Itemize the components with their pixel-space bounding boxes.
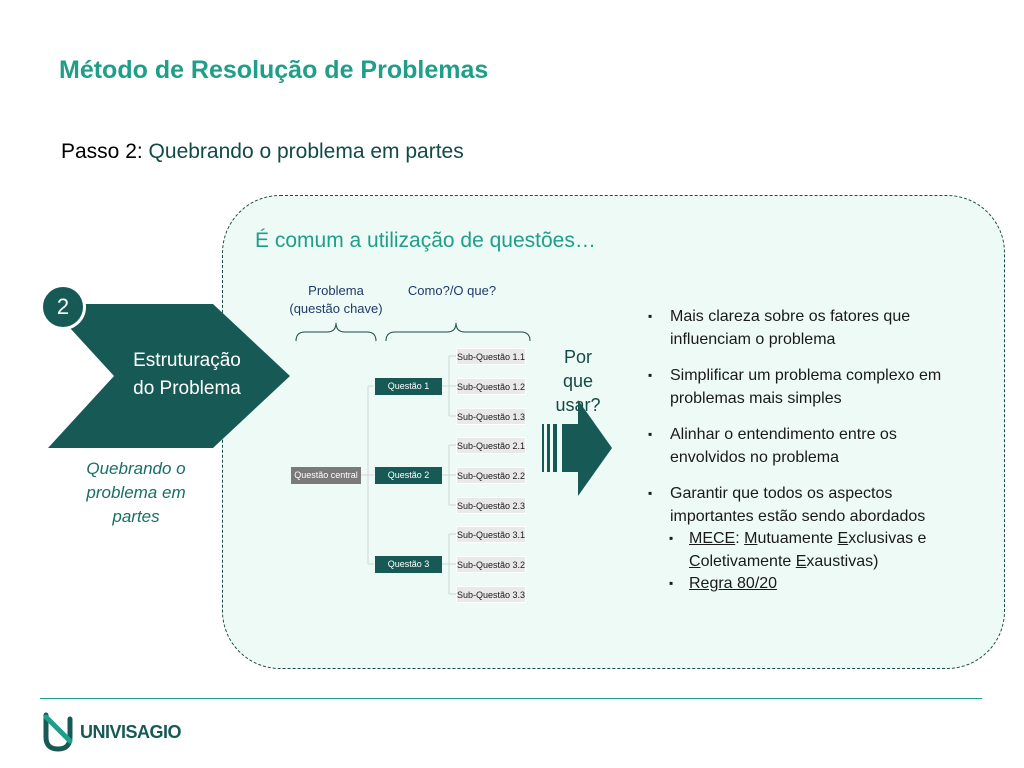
step-caption-line: problema em <box>86 483 186 502</box>
node-subquestion: Sub-Questão 2.2 <box>456 467 526 484</box>
node-question-3: Questão 3 <box>375 556 442 573</box>
step-caption-line: Quebrando o <box>86 459 186 478</box>
benefit-line: problemas mais simples <box>670 389 842 407</box>
node-question-2: Questão 2 <box>375 467 442 484</box>
mece-label: MECE <box>689 530 736 547</box>
mece-colon: : <box>735 530 745 547</box>
mece-word: xaustivas) <box>806 552 879 570</box>
bullet-square-icon: ▪ <box>648 368 653 382</box>
bullet-square-icon: ▪ <box>669 531 674 545</box>
step-caption: Quebrando o problema em partes <box>72 457 200 529</box>
subtitle-text: Quebrando o problema em partes <box>142 140 464 163</box>
node-subquestion: Sub-Questão 3.1 <box>456 526 526 543</box>
label-problem: Problema (questão chave) <box>278 282 394 318</box>
benefit-line: envolvidos no problema <box>670 448 839 466</box>
mece-letter: C <box>689 552 701 570</box>
node-subquestion: Sub-Questão 3.3 <box>456 586 526 603</box>
mece-word: utuamente <box>757 530 838 547</box>
sub-benefit-mece: ▪ MECE: Mutuamente Exclusivas e Coletiva… <box>645 528 990 573</box>
node-subquestion: Sub-Questão 2.3 <box>456 497 526 514</box>
benefit-line: influenciam o problema <box>670 330 836 348</box>
page-title: Método de Resolução de Problemas <box>59 56 489 84</box>
step-label-line: Estruturação <box>133 350 241 371</box>
benefit-item: ▪ Garantir que todos os aspectos importa… <box>645 483 990 528</box>
label-how: Como?/O que? <box>407 283 497 298</box>
step-label: Estruturação do Problema <box>102 347 272 403</box>
step-label-line: do Problema <box>133 378 241 399</box>
rule-80-20: Regra 80/20 <box>689 575 778 592</box>
mece-word: oletivamente <box>700 552 796 570</box>
bullet-square-icon: ▪ <box>648 486 653 500</box>
bullet-square-icon: ▪ <box>669 576 674 590</box>
node-subquestion: Sub-Questão 1.3 <box>456 408 526 425</box>
node-subquestion: Sub-Questão 2.1 <box>456 437 526 454</box>
node-subquestion: Sub-Questão 1.2 <box>456 378 526 395</box>
step-caption-line: partes <box>112 507 160 526</box>
step-arrow-shape <box>48 304 290 448</box>
node-subquestion: Sub-Questão 1.1 <box>456 348 526 365</box>
benefit-line: Garantir que todos os aspectos <box>670 485 893 502</box>
content-panel <box>222 195 1005 669</box>
node-central-question: Questão central <box>291 467 361 484</box>
step-subtitle: Passo 2: Quebrando o problema em partes <box>61 140 464 164</box>
univisagio-logo-icon <box>43 712 73 752</box>
mece-word: xclusivas e <box>848 530 927 547</box>
mece-letter: E <box>795 552 807 570</box>
right-arrow-icon <box>542 400 612 496</box>
subtitle-lead: Passo 2: <box>61 140 143 163</box>
mece-letter: E <box>837 530 849 547</box>
benefit-item: ▪ Simplificar um problema complexo em pr… <box>645 365 990 410</box>
mece-letter: M <box>744 530 758 547</box>
why-line: Por que <box>562 347 594 391</box>
node-question-1: Questão 1 <box>375 378 442 395</box>
label-problem-line: (questão chave) <box>289 301 383 316</box>
bullet-square-icon: ▪ <box>648 309 653 323</box>
benefit-line: Mais clareza sobre os fatores que <box>670 308 911 325</box>
benefit-item: ▪ Mais clareza sobre os fatores que infl… <box>645 306 990 351</box>
label-problem-line: Problema <box>308 283 364 298</box>
benefit-item: ▪ Alinhar o entendimento entre os envolv… <box>645 424 990 469</box>
bullet-square-icon: ▪ <box>648 427 653 441</box>
node-subquestion: Sub-Questão 3.2 <box>456 556 526 573</box>
footer-divider <box>40 698 982 699</box>
step-number-badge: 2 <box>40 284 86 330</box>
sub-benefit-rule: ▪ Regra 80/20 <box>645 573 990 596</box>
benefit-line: Alinhar o entendimento entre os <box>670 426 897 443</box>
benefits-list: ▪ Mais clareza sobre os fatores que infl… <box>645 306 990 596</box>
benefit-line: importantes estão sendo abordados <box>670 507 926 525</box>
panel-heading: É comum a utilização de questões… <box>255 229 596 252</box>
univisagio-logo-text: UNIVISAGIO <box>80 722 182 742</box>
benefit-line: Simplificar um problema complexo em <box>670 367 942 384</box>
